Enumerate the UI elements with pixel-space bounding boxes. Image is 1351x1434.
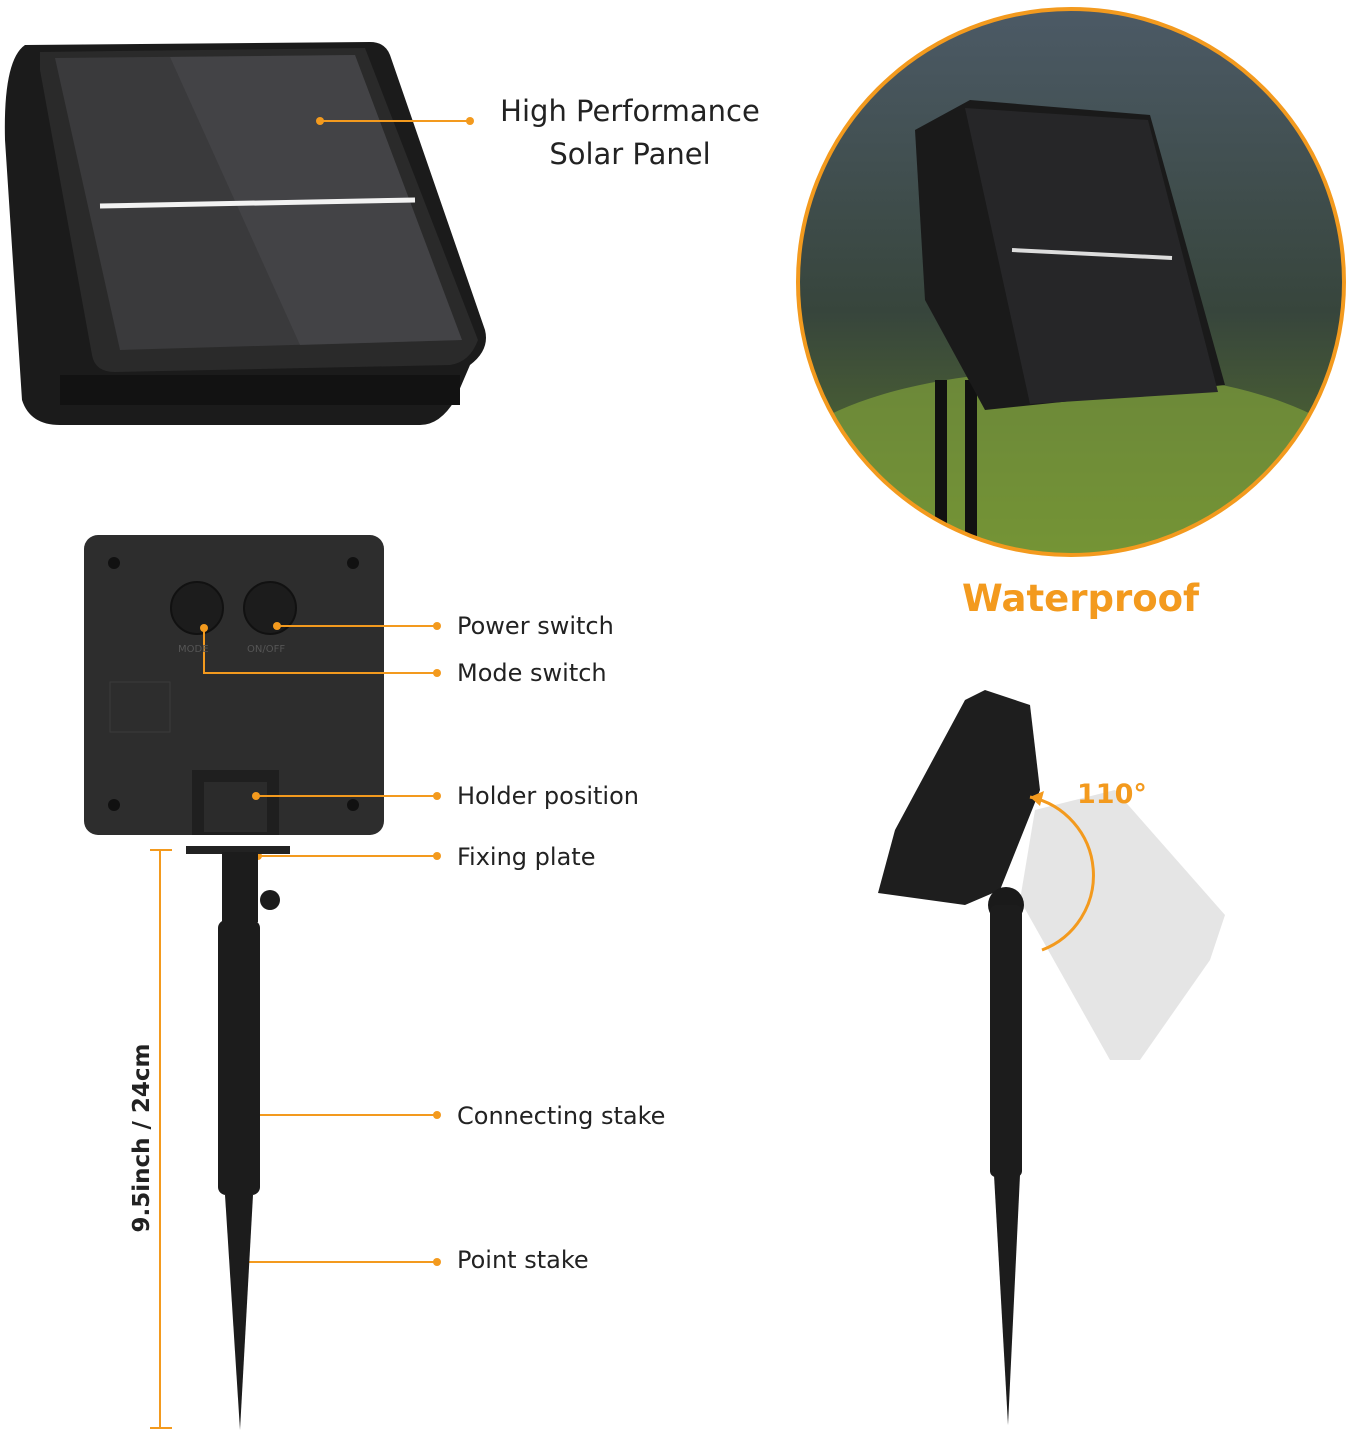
solar-panel-title-line1: High Performance <box>500 94 760 128</box>
mode-button <box>170 581 224 635</box>
solar-panel-title: High Performance Solar Panel <box>470 90 790 176</box>
connecting-stake-label: Connecting stake <box>457 1102 666 1130</box>
stake-image <box>186 846 290 1430</box>
waterproof-label: Waterproof <box>962 577 1200 620</box>
adjustable-stake-image <box>878 690 1225 1425</box>
power-switch-label: Power switch <box>457 612 614 640</box>
power-button <box>243 581 297 635</box>
onoff-button-label: ON/OFF <box>247 644 286 655</box>
mode-switch-label: Mode switch <box>457 659 607 687</box>
point-stake-label: Point stake <box>457 1246 589 1274</box>
dimension-label: 9.5inch / 24cm <box>129 1043 155 1233</box>
waterproof-photo <box>799 10 1343 554</box>
dimension-line <box>150 849 172 1429</box>
fixing-plate-label: Fixing plate <box>457 843 596 871</box>
back-panel-image <box>84 535 384 835</box>
holder-position-label: Holder position <box>457 782 639 810</box>
callout-lines <box>203 625 437 1263</box>
solar-panel-image <box>4 42 486 425</box>
solar-panel-title-line2: Solar Panel <box>549 137 711 171</box>
rotation-angle-label: 110° <box>1077 779 1147 810</box>
mode-button-label: MODE <box>178 644 209 655</box>
